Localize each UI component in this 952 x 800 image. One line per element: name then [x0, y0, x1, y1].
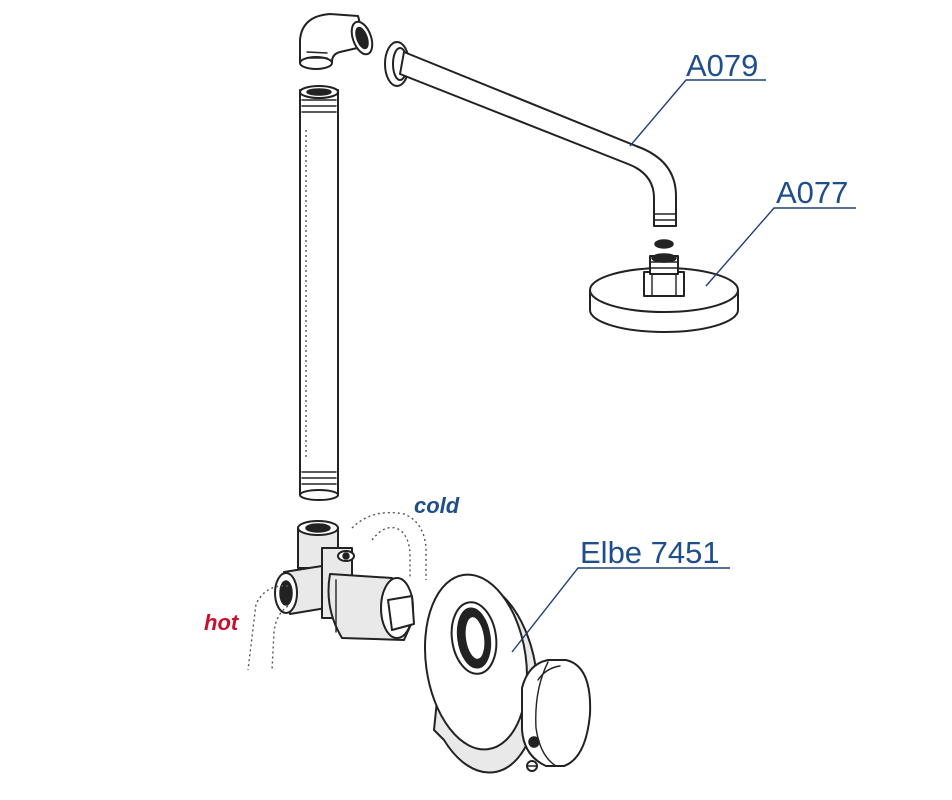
mixer-body	[274, 520, 415, 641]
cover-plate	[423, 573, 539, 774]
leader-line-a077	[705, 207, 856, 287]
shower-arm	[384, 41, 677, 249]
supply-lines	[247, 511, 427, 671]
elbow-fitting	[299, 13, 374, 70]
label-hot: hot	[204, 610, 239, 635]
lever-handle	[521, 659, 592, 767]
label-cold: cold	[414, 493, 460, 518]
shower-head	[589, 253, 739, 333]
label-shower-arm: A079	[686, 48, 759, 83]
riser-pipe	[299, 85, 339, 501]
label-shower-head: A077	[776, 175, 849, 210]
leader-line-a079	[629, 79, 766, 147]
leader-line-elbe	[511, 567, 730, 653]
label-mixer-set: Elbe 7451	[580, 535, 720, 570]
grub-screws	[526, 736, 540, 772]
